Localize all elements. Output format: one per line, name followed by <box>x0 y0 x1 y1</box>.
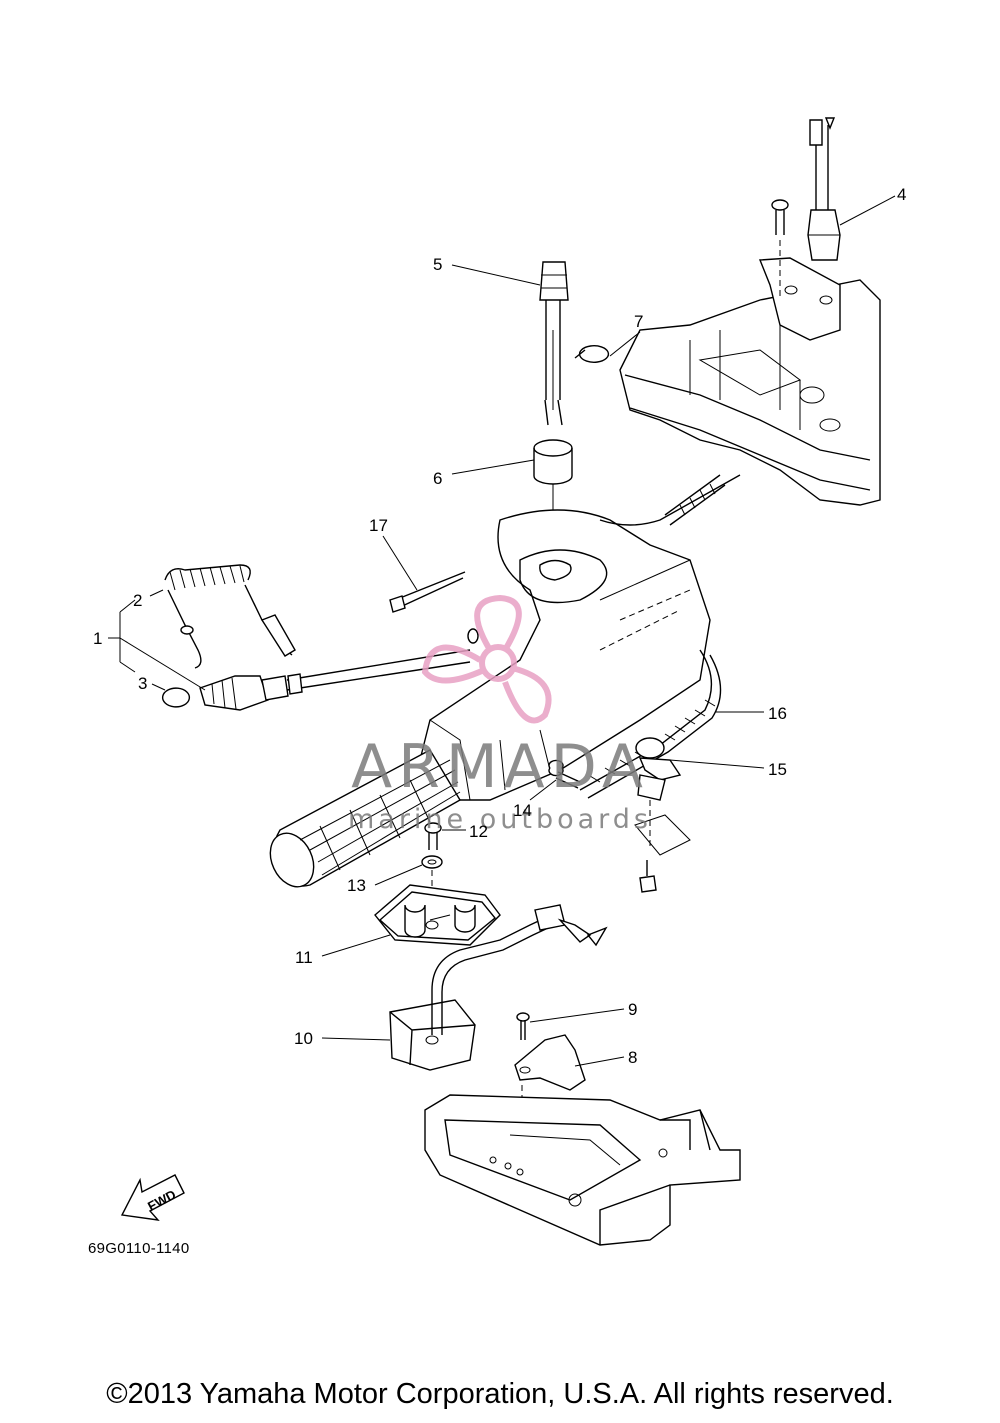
part-15-16-harness-clamp-drawing <box>579 649 722 893</box>
part-1-stop-switch-drawing <box>161 649 471 711</box>
part-label-8: 8 <box>628 1048 637 1067</box>
part-label-11: 11 <box>295 948 313 967</box>
part-12-13-bolt-washer-drawing <box>421 822 443 930</box>
washer-ring-drawing <box>467 628 479 644</box>
drawing-number: 69G0110-1140 <box>88 1240 190 1257</box>
part-label-7: 7 <box>634 312 643 331</box>
part-7-clip-drawing <box>574 345 610 363</box>
part-11-switch-panel-drawing <box>374 884 501 946</box>
swivel-bracket-drawing <box>424 1094 741 1246</box>
watermark-propeller-logo <box>421 594 552 724</box>
part-label-4: 4 <box>897 185 906 204</box>
grip-drawing <box>269 749 461 888</box>
leader-lines <box>108 195 896 1067</box>
part-2-lanyard-drawing <box>164 564 296 669</box>
part-5-sensor-drawing <box>539 261 569 426</box>
part-label-13: 13 <box>347 876 366 895</box>
part-10-control-box-drawing <box>389 904 608 1071</box>
part-14-screw-drawing <box>548 759 581 789</box>
part-label-14: 14 <box>513 801 532 820</box>
part-label-9: 9 <box>628 1000 637 1019</box>
part-label-17: 17 <box>369 516 388 535</box>
part-label-15: 15 <box>768 760 787 779</box>
part-label-5: 5 <box>433 255 442 274</box>
part-17-cable-tie-drawing <box>389 571 466 613</box>
part-label-10: 10 <box>294 1029 313 1048</box>
part-label-1: 1 <box>93 629 102 648</box>
watermark-brand: ARMADA <box>351 732 649 802</box>
bottom-cowling-drawing <box>619 257 881 506</box>
part-label-12: 12 <box>469 822 488 841</box>
copyright-notice: ©2013 Yamaha Motor Corporation, U.S.A. A… <box>106 1378 894 1410</box>
part-4-switch-drawing <box>771 117 841 300</box>
fwd-arrow-icon: FWD <box>120 1174 185 1221</box>
part-label-3: 3 <box>138 674 147 693</box>
part-label-6: 6 <box>433 469 442 488</box>
part-label-16: 16 <box>768 704 787 723</box>
watermark-tagline: marine outboards <box>348 804 652 835</box>
part-label-2: 2 <box>133 591 142 610</box>
